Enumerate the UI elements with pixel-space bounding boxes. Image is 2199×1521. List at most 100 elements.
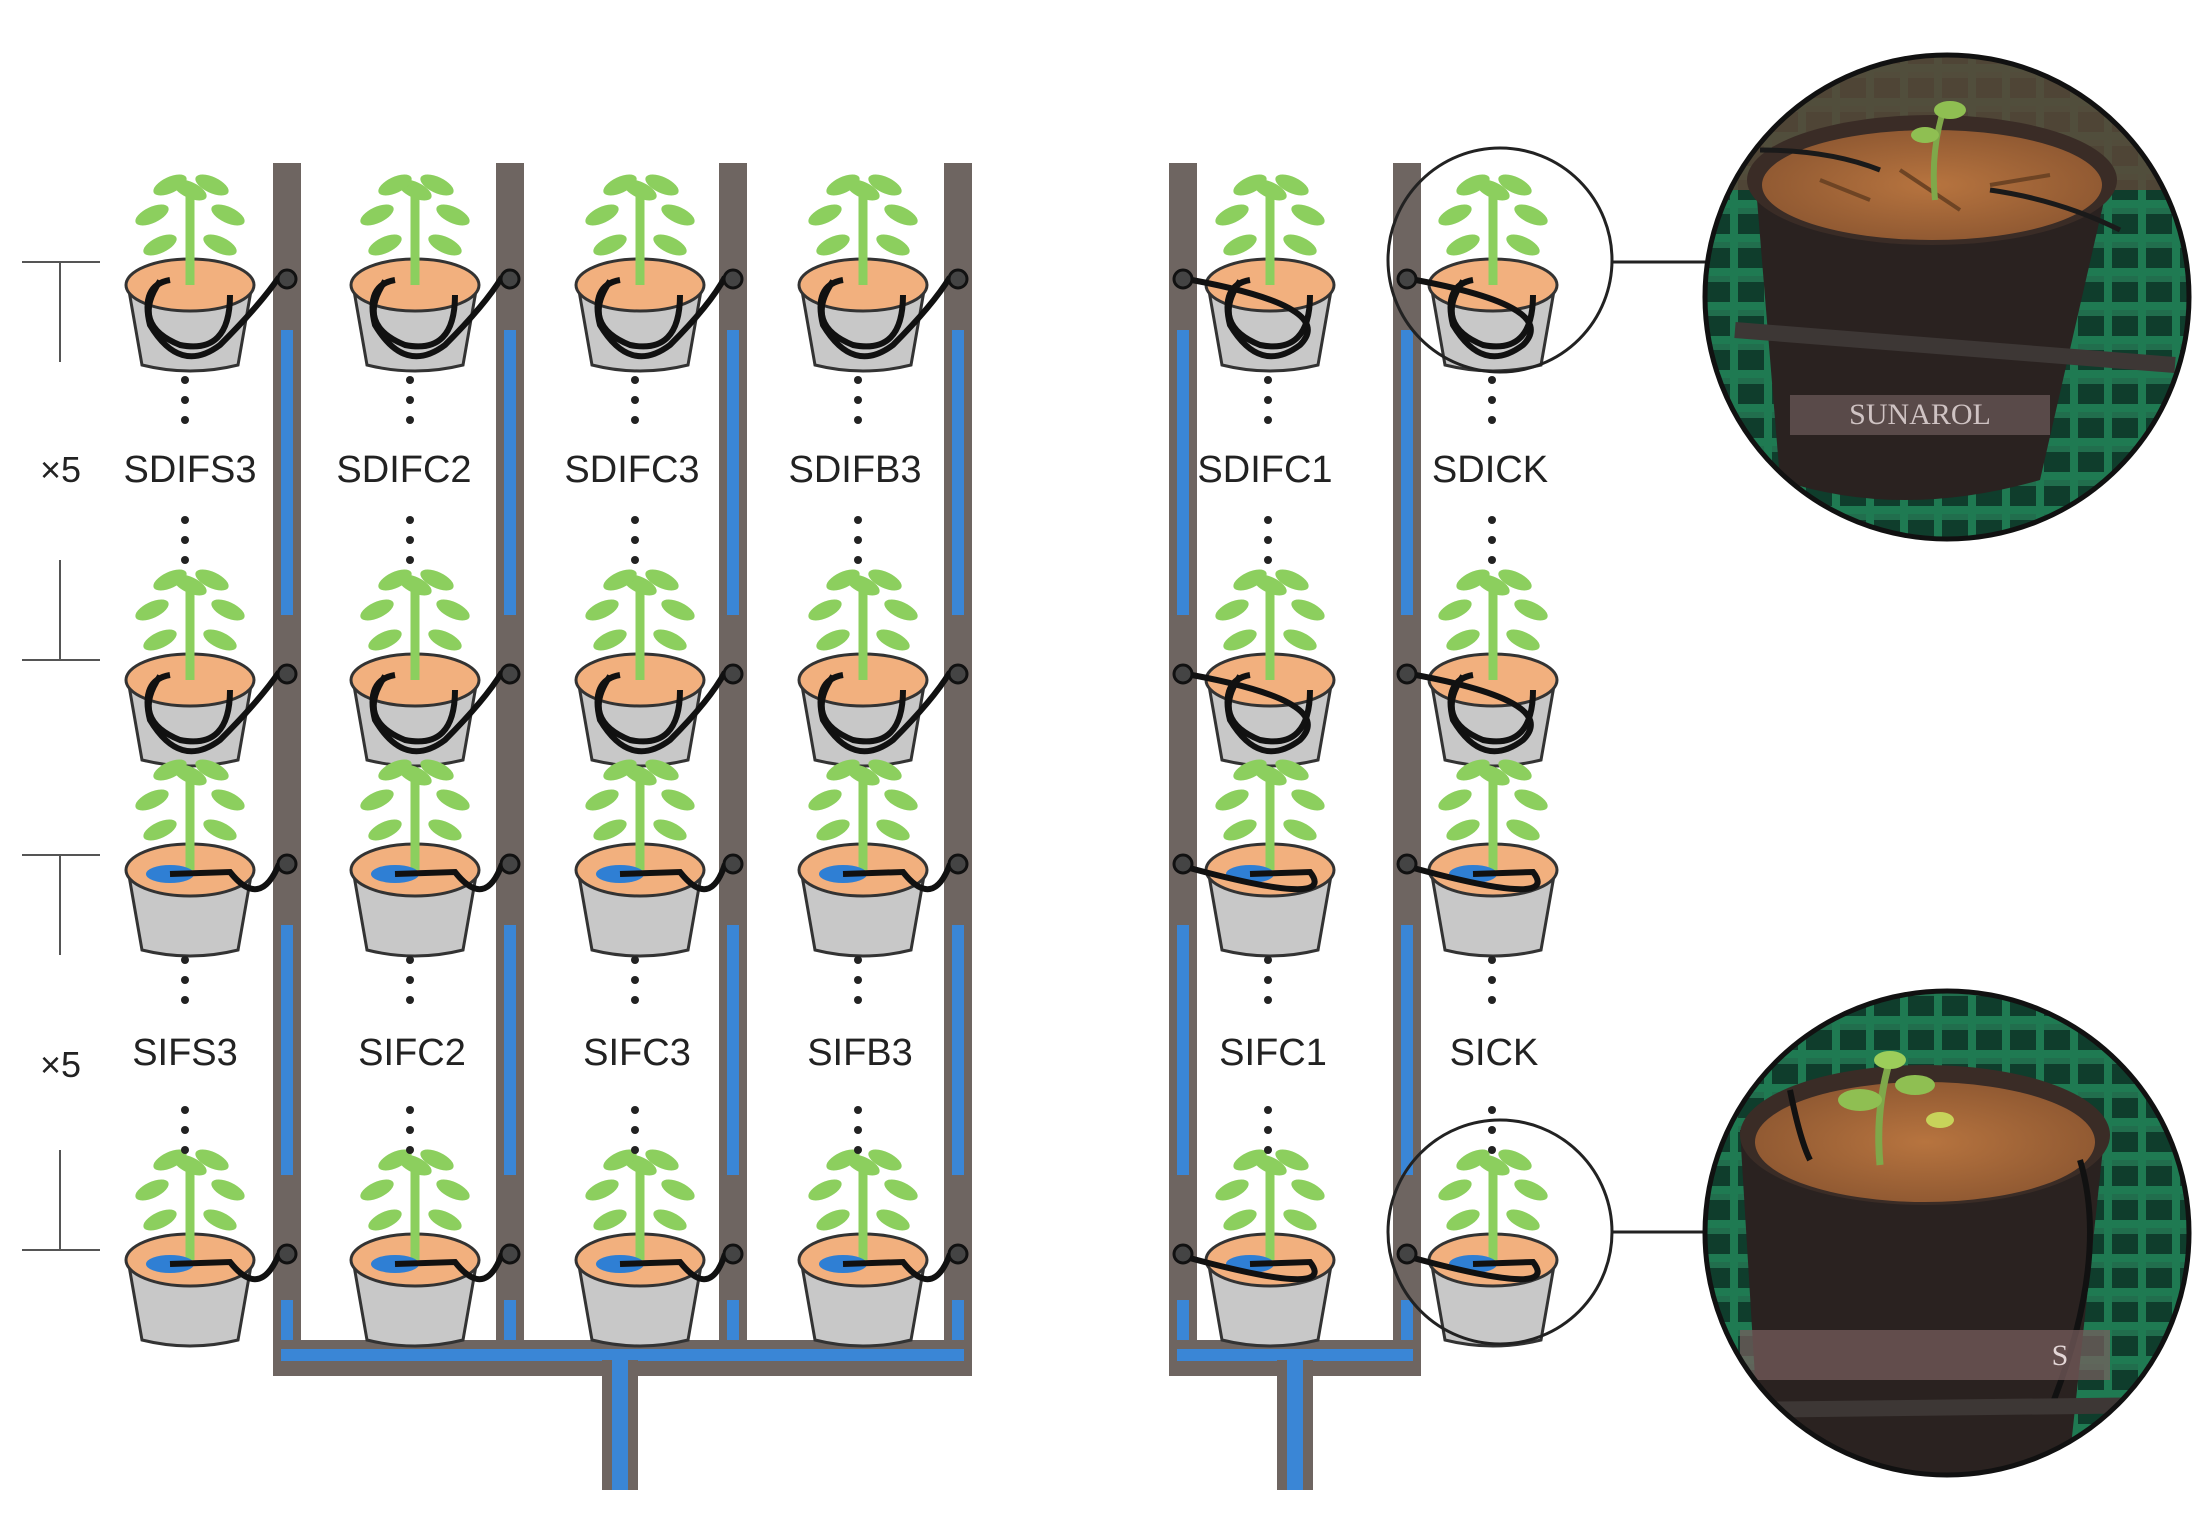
plant-leaf bbox=[1514, 204, 1548, 226]
ellipsis-dot bbox=[406, 976, 414, 984]
plant-leaf bbox=[195, 174, 229, 196]
plant-leaf bbox=[816, 629, 850, 651]
plant-leaf bbox=[1275, 759, 1309, 781]
ellipsis-dot bbox=[406, 556, 414, 564]
surface-drip-pot bbox=[1396, 1149, 1559, 1348]
surface-drip-line bbox=[619, 863, 728, 893]
ellipsis-dot bbox=[1264, 556, 1272, 564]
treatment-label-sdifc2: SDIFC2 bbox=[336, 449, 471, 491]
emitter-connector bbox=[1172, 268, 1194, 290]
plant-leaf bbox=[420, 174, 454, 196]
plant-leaf bbox=[1223, 819, 1257, 841]
plant-leaf bbox=[195, 759, 229, 781]
ellipsis-dot bbox=[631, 1106, 639, 1114]
plant-leaf bbox=[420, 759, 454, 781]
subsurface-drip-pot bbox=[574, 174, 744, 373]
buried-drip-loop bbox=[370, 279, 458, 350]
emitter-connector bbox=[947, 663, 969, 685]
emitter-connector bbox=[1172, 1243, 1194, 1265]
ellipsis-dot bbox=[406, 376, 414, 384]
plant-leaf bbox=[153, 569, 187, 591]
plant-leaf bbox=[153, 174, 187, 196]
ellipsis-dot bbox=[406, 996, 414, 1004]
plant-leaf bbox=[1498, 1149, 1532, 1171]
plant-leaf bbox=[1291, 599, 1325, 621]
plant-leaf bbox=[211, 789, 245, 811]
emitter-connector bbox=[276, 1243, 298, 1265]
plant-leaf bbox=[1215, 599, 1249, 621]
plant-leaf bbox=[211, 204, 245, 226]
plant-leaf bbox=[360, 599, 394, 621]
plant-leaf bbox=[135, 204, 169, 226]
ellipsis-dot bbox=[1264, 1146, 1272, 1154]
ellipsis-dot bbox=[854, 996, 862, 1004]
plant-leaf bbox=[661, 1179, 695, 1201]
emitter-connector bbox=[276, 853, 298, 875]
emitter-connector bbox=[499, 853, 521, 875]
plant-leaf bbox=[1446, 819, 1480, 841]
ellipsis-dot bbox=[181, 996, 189, 1004]
plant-leaf bbox=[360, 789, 394, 811]
plant-leaf bbox=[360, 1179, 394, 1201]
plant-leaf bbox=[420, 569, 454, 591]
subsurface-drip-pot bbox=[797, 569, 969, 768]
plant-leaf bbox=[585, 789, 619, 811]
surface-drip-line bbox=[394, 862, 505, 893]
photo-inset-bottom: S bbox=[1705, 991, 2189, 1475]
plant-leaf bbox=[195, 569, 229, 591]
buried-drip-loop bbox=[595, 674, 683, 745]
plant-leaf bbox=[585, 599, 619, 621]
plant-leaf bbox=[211, 1179, 245, 1201]
subsurface-drip-pot bbox=[124, 174, 298, 373]
plant-leaf bbox=[1506, 819, 1540, 841]
treatment-label-sifc2: SIFC2 bbox=[358, 1032, 466, 1074]
surface-drip-pot bbox=[349, 1149, 521, 1348]
plant-leaf bbox=[868, 759, 902, 781]
plant-leaf bbox=[1438, 599, 1472, 621]
treatment-label-sifc1: SIFC1 bbox=[1219, 1032, 1327, 1074]
emitter-connector bbox=[1396, 268, 1418, 290]
subsurface-drip-pot bbox=[1172, 174, 1336, 373]
plant-leaf bbox=[1223, 1209, 1257, 1231]
ellipsis-dot bbox=[854, 536, 862, 544]
surface-drip-pot bbox=[574, 1149, 744, 1348]
ellipsis-dot bbox=[1488, 556, 1496, 564]
plant-leaf bbox=[808, 789, 842, 811]
ellipsis-dot bbox=[1264, 956, 1272, 964]
ellipsis-dot bbox=[631, 376, 639, 384]
emitter-connector bbox=[499, 1243, 521, 1265]
ellipsis-dot bbox=[1488, 1106, 1496, 1114]
water-flow bbox=[952, 925, 964, 1175]
plant-leaf bbox=[816, 819, 850, 841]
emitter-connector bbox=[276, 268, 298, 290]
surface-drip-line bbox=[842, 862, 953, 893]
surface-drip-line bbox=[1174, 1251, 1318, 1283]
treatment-label-sdifc3: SDIFC3 bbox=[564, 449, 699, 491]
plant-leaf bbox=[645, 759, 679, 781]
plant-leaf bbox=[876, 819, 910, 841]
surface-drip-line bbox=[1398, 1251, 1541, 1283]
plant-leaf bbox=[378, 569, 412, 591]
plant-leaf bbox=[436, 1179, 470, 1201]
surface-drip-line bbox=[1174, 861, 1318, 893]
plant-leaf bbox=[368, 629, 402, 651]
ellipsis-dot bbox=[631, 516, 639, 524]
ellipsis-dot bbox=[854, 556, 862, 564]
surface-drip-pot bbox=[1172, 759, 1336, 958]
replicate-multiplier-label-sdi: ×5 bbox=[40, 449, 81, 490]
subsurface-drip-pot bbox=[349, 569, 521, 768]
plant-leaf bbox=[436, 599, 470, 621]
emitter-connector bbox=[1396, 1243, 1418, 1265]
ellipsis-dot bbox=[406, 536, 414, 544]
ellipsis-dot bbox=[181, 536, 189, 544]
plant-leaf bbox=[1456, 569, 1490, 591]
ellipsis-dot bbox=[854, 1126, 862, 1134]
ellipsis-dot bbox=[1488, 1126, 1496, 1134]
water-flow bbox=[281, 330, 293, 615]
plant-leaf bbox=[428, 234, 462, 256]
plant-leaf bbox=[808, 204, 842, 226]
ellipsis-dot bbox=[631, 1126, 639, 1134]
ellipsis-dot bbox=[406, 956, 414, 964]
plant-leaf bbox=[1283, 1209, 1317, 1231]
